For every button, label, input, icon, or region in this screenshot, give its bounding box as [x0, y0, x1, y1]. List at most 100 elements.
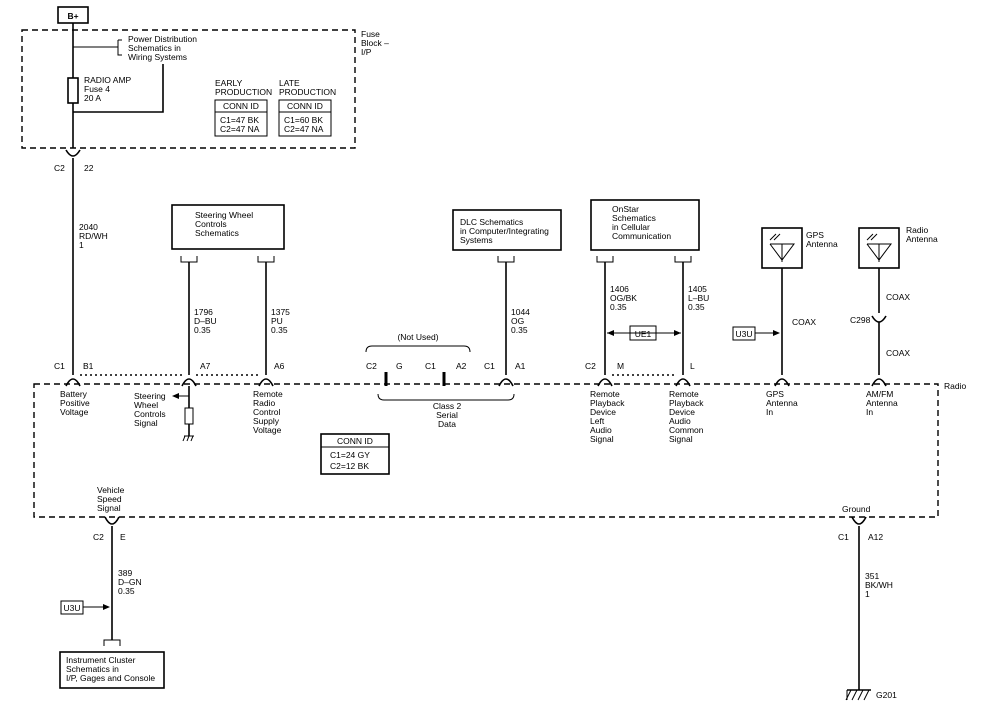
- lbl-swc-2: Wheel: [134, 400, 158, 410]
- lbl-rpdl-1: Remote: [590, 389, 620, 399]
- wire-2040-num: 2040: [79, 222, 98, 232]
- lbl-rpdc-6: Signal: [669, 434, 693, 444]
- fuse-rating: 20 A: [84, 93, 101, 103]
- swc-schematics-box: [171, 204, 285, 250]
- lbl-rrc-2: Radio: [253, 398, 275, 408]
- wire-1406-num: 1406: [610, 284, 629, 294]
- wire-351-num: 351: [865, 571, 879, 581]
- gps-antenna-label-1: GPS: [806, 230, 824, 240]
- wire-1044-color: OG: [511, 316, 524, 326]
- early-conn-table: [214, 99, 268, 137]
- conn-c2-label: C2: [54, 163, 65, 173]
- lbl-gps-2: Antenna: [766, 398, 798, 408]
- wire-1044-gauge: 0.35: [511, 325, 528, 335]
- wire-351-gauge: 1: [865, 589, 870, 599]
- class2-3: Data: [438, 419, 456, 429]
- wire-389-num: 389: [118, 568, 132, 578]
- lbl-rpdc-4: Audio: [669, 416, 691, 426]
- pin-c1-a2: C1: [425, 361, 436, 371]
- lbl-swc-4: Signal: [134, 418, 158, 428]
- radio-conn-table: [320, 433, 390, 475]
- late-heading-1: LATE: [279, 78, 300, 88]
- lbl-rrc-5: Voltage: [253, 425, 282, 435]
- ic-box-3: I/P, Gages and Console: [66, 673, 155, 683]
- connector-c298: [871, 315, 887, 323]
- wire-1375-num: 1375: [271, 307, 290, 317]
- early-conn-row-2: C2=47 NA: [220, 124, 260, 134]
- lbl-swc-3: Controls: [134, 409, 166, 419]
- radio-label: Radio: [944, 381, 966, 391]
- onstar-box-1: OnStar: [612, 204, 639, 214]
- gnd-conn-pin: A12: [868, 532, 883, 542]
- vss-2: Speed: [97, 494, 122, 504]
- pullup-resistor: [184, 407, 194, 425]
- lbl-rpdc-2: Playback: [669, 398, 704, 408]
- not-used-label: (Not Used): [397, 332, 438, 342]
- lbl-rpdc-3: Device: [669, 407, 695, 417]
- radio-antenna-label-2: Antenna: [906, 234, 938, 244]
- wire-2040-gauge: 1: [79, 240, 84, 250]
- u3u-bottom-label: U3U: [63, 603, 80, 613]
- wire-2040-color: RD/WH: [79, 231, 108, 241]
- radio-conn-row-2: C2=12 BK: [330, 461, 369, 471]
- radio-antenna-label-1: Radio: [906, 225, 928, 235]
- power-dist-2: Schematics in: [128, 43, 181, 53]
- ue1-label: UE1: [635, 329, 652, 339]
- power-dist-1: Power Distribution: [128, 34, 197, 44]
- radio-conn-title: CONN ID: [337, 436, 373, 446]
- late-conn-table: [278, 99, 332, 137]
- ic-box-1: Instrument Cluster: [66, 655, 136, 665]
- radio-module-outline: [33, 383, 939, 518]
- vss-conn-pin: E: [120, 532, 126, 542]
- radio-coax-label-2: COAX: [886, 348, 910, 358]
- wire-1405-num: 1405: [688, 284, 707, 294]
- lbl-rpdl-5: Audio: [590, 425, 612, 435]
- wire-1796-color: D–BU: [194, 316, 217, 326]
- pin-g: G: [396, 361, 403, 371]
- wire-351-color: BK/WH: [865, 580, 893, 590]
- early-heading-1: EARLY: [215, 78, 243, 88]
- lbl-amfm-3: In: [866, 407, 873, 417]
- lbl-rpdl-4: Left: [590, 416, 605, 426]
- pin-c2-m: C2: [585, 361, 596, 371]
- early-conn-title: CONN ID: [223, 101, 259, 111]
- connector-c2-e: [104, 516, 120, 525]
- fuse-block-label-2: Block –: [361, 38, 389, 48]
- lbl-gps-1: GPS: [766, 389, 784, 399]
- gps-antenna-label-2: Antenna: [806, 239, 838, 249]
- lbl-rpdl-2: Playback: [590, 398, 625, 408]
- lbl-gps-3: In: [766, 407, 773, 417]
- class2-1: Class 2: [433, 401, 462, 411]
- pin-c1-a1: C1: [484, 361, 495, 371]
- wire-1406-color: OG/BK: [610, 293, 637, 303]
- battery-label: B+: [67, 11, 78, 21]
- lbl-battery-3: Voltage: [60, 407, 89, 417]
- g201-label: G201: [876, 690, 897, 700]
- vss-1: Vehicle: [97, 485, 125, 495]
- lbl-rrc-1: Remote: [253, 389, 283, 399]
- dlc-box-2: in Computer/Integrating: [460, 226, 549, 236]
- fuse-block-label-3: I/P: [361, 47, 372, 57]
- lbl-rpdc-1: Remote: [669, 389, 699, 399]
- lbl-rrc-4: Supply: [253, 416, 280, 426]
- late-conn-title: CONN ID: [287, 101, 323, 111]
- pin-c1: C1: [54, 361, 65, 371]
- pin-c2-g: C2: [366, 361, 377, 371]
- ground-symbol-g201: [845, 678, 871, 701]
- power-dist-3: Wiring Systems: [128, 52, 187, 62]
- radio-conn-row-1: C1=24 GY: [330, 450, 370, 460]
- early-heading-2: PRODUCTION: [215, 87, 272, 97]
- late-heading-2: PRODUCTION: [279, 87, 336, 97]
- dlc-schematics-box: [452, 209, 562, 251]
- wire-1796-num: 1796: [194, 307, 213, 317]
- fuse-symbol: [67, 77, 79, 104]
- dlc-box-3: Systems: [460, 235, 493, 245]
- lbl-battery-2: Positive: [60, 398, 90, 408]
- gnd-conn-c: C1: [838, 532, 849, 542]
- lbl-amfm-1: AM/FM: [866, 389, 893, 399]
- lbl-battery-1: Battery: [60, 389, 88, 399]
- swc-box-3: Schematics: [195, 228, 239, 238]
- ic-box-2: Schematics in: [66, 664, 119, 674]
